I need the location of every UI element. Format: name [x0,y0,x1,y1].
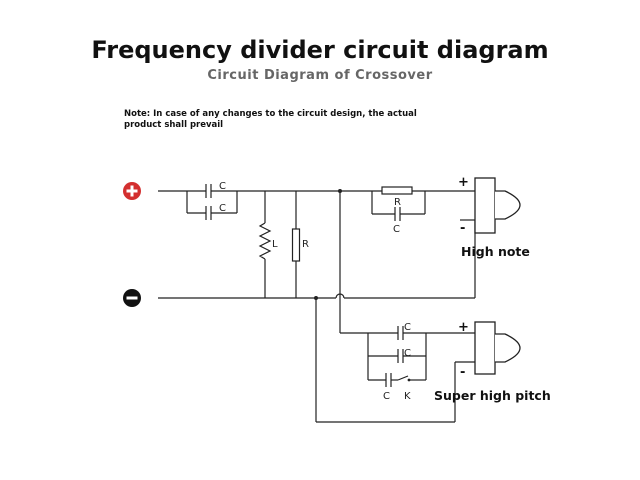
super-high-label: Super high pitch [434,388,551,403]
capacitor-c4 [368,349,426,363]
page-subtitle: Circuit Diagram of Crossover [207,68,433,83]
capacitor-c2 [186,191,238,220]
page-title: Frequency divider circuit diagram [91,36,549,64]
negative-terminal-icon [123,289,141,307]
super-high-plus: + [458,320,469,335]
speaker-super-high-icon [474,321,521,375]
capacitor-series [394,207,401,221]
note-line-2: product shall prevail [124,120,224,130]
high-note-plus: + [458,175,469,190]
label-r-series: R [394,197,401,208]
capacitor-c3 [397,326,475,340]
label-c1: C [219,181,226,192]
high-note-label: High note [461,244,530,259]
capacitor-c5-switch-k [368,373,426,387]
positive-terminal-icon [123,182,141,200]
label-c5: C [383,391,390,402]
super-high-minus: - [460,365,465,380]
note: Note: In case of any changes to the circ… [124,109,424,131]
high-note-minus: - [460,221,465,236]
label-c3: C [404,322,411,333]
note-line-1: Note: In case of any changes to the circ… [124,109,417,119]
label-c4: C [404,348,411,359]
label-resistor: R [302,239,309,250]
label-inductor: L [272,239,278,250]
label-switch: K [404,391,411,402]
label-c-series: C [393,224,400,235]
inductor-l [258,191,272,298]
speaker-high-note-icon [474,177,521,234]
resistor-shunt [291,191,301,298]
resistor-series [371,186,475,215]
capacitor-c1 [158,184,262,198]
label-c2: C [219,203,226,214]
